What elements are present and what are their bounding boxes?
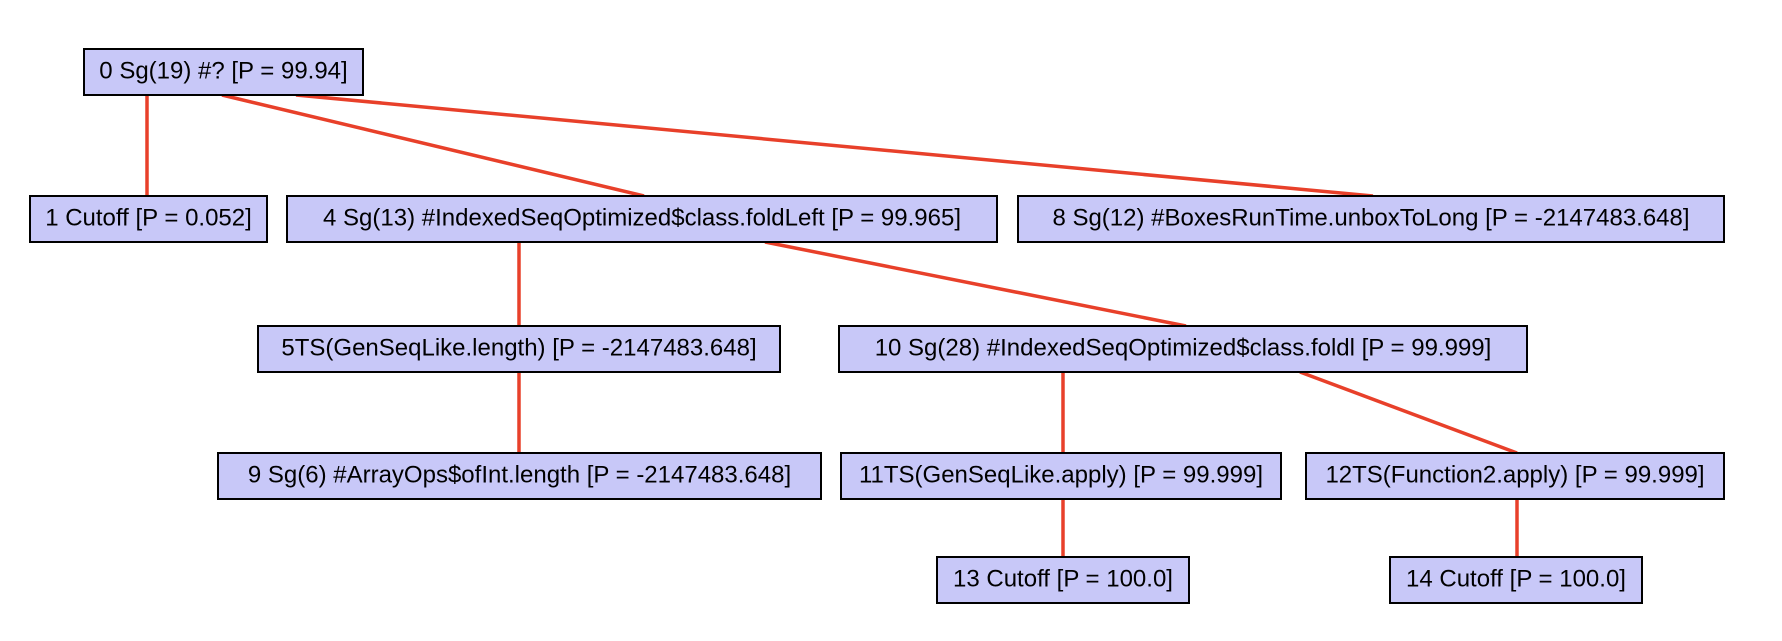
edge-4-10 (764, 240, 1187, 328)
nodes-layer: 0 Sg(19) #? [P = 99.94] 1 Cutoff [P = 0.… (29, 48, 1725, 604)
node-label: 5TS(GenSeqLike.length) [P = -2147483.648… (281, 334, 756, 361)
node-box (1305, 452, 1725, 500)
node-label: 10 Sg(28) #IndexedSeqOptimized$class.fol… (875, 334, 1492, 361)
tree-node-4[interactable]: 4 Sg(13) #IndexedSeqOptimized$class.fold… (286, 195, 998, 243)
node-box (29, 195, 268, 243)
node-box (838, 325, 1528, 373)
edge-0-4 (221, 93, 645, 198)
node-label: 0 Sg(19) #? [P = 99.94] (99, 57, 347, 84)
node-label: 4 Sg(13) #IndexedSeqOptimized$class.fold… (323, 204, 961, 231)
tree-node-12[interactable]: 12TS(Function2.apply) [P = 99.999] (1305, 452, 1725, 500)
tree-node-14[interactable]: 14 Cutoff [P = 100.0] (1389, 556, 1643, 604)
node-label: 13 Cutoff [P = 100.0] (953, 565, 1173, 592)
node-label: 14 Cutoff [P = 100.0] (1406, 565, 1626, 592)
tree-node-0[interactable]: 0 Sg(19) #? [P = 99.94] (83, 48, 364, 96)
tree-node-1[interactable]: 1 Cutoff [P = 0.052] (29, 195, 268, 243)
node-box (217, 452, 822, 500)
edge-10-12 (1299, 370, 1518, 455)
tree-node-11[interactable]: 11TS(GenSeqLike.apply) [P = 99.999] (840, 452, 1282, 500)
node-label: 8 Sg(12) #BoxesRunTime.unboxToLong [P = … (1052, 204, 1689, 231)
node-box (83, 48, 364, 96)
tree-node-8[interactable]: 8 Sg(12) #BoxesRunTime.unboxToLong [P = … (1017, 195, 1725, 243)
node-box (257, 325, 781, 373)
edge-0-8 (295, 93, 1374, 198)
node-label: 11TS(GenSeqLike.apply) [P = 99.999] (859, 461, 1263, 488)
edges-layer (145, 93, 1519, 557)
node-box (840, 452, 1282, 500)
tree-node-10[interactable]: 10 Sg(28) #IndexedSeqOptimized$class.fol… (838, 325, 1528, 373)
node-label: 9 Sg(6) #ArrayOps$ofInt.length [P = -214… (248, 461, 791, 488)
node-box (1389, 556, 1643, 604)
tree-node-9[interactable]: 9 Sg(6) #ArrayOps$ofInt.length [P = -214… (217, 452, 822, 500)
node-box (936, 556, 1190, 604)
node-label: 12TS(Function2.apply) [P = 99.999] (1325, 461, 1704, 488)
node-box (286, 195, 998, 243)
node-box (1017, 195, 1725, 243)
tree-node-13[interactable]: 13 Cutoff [P = 100.0] (936, 556, 1190, 604)
node-label: 1 Cutoff [P = 0.052] (45, 204, 252, 231)
tree-node-5[interactable]: 5TS(GenSeqLike.length) [P = -2147483.648… (257, 325, 781, 373)
